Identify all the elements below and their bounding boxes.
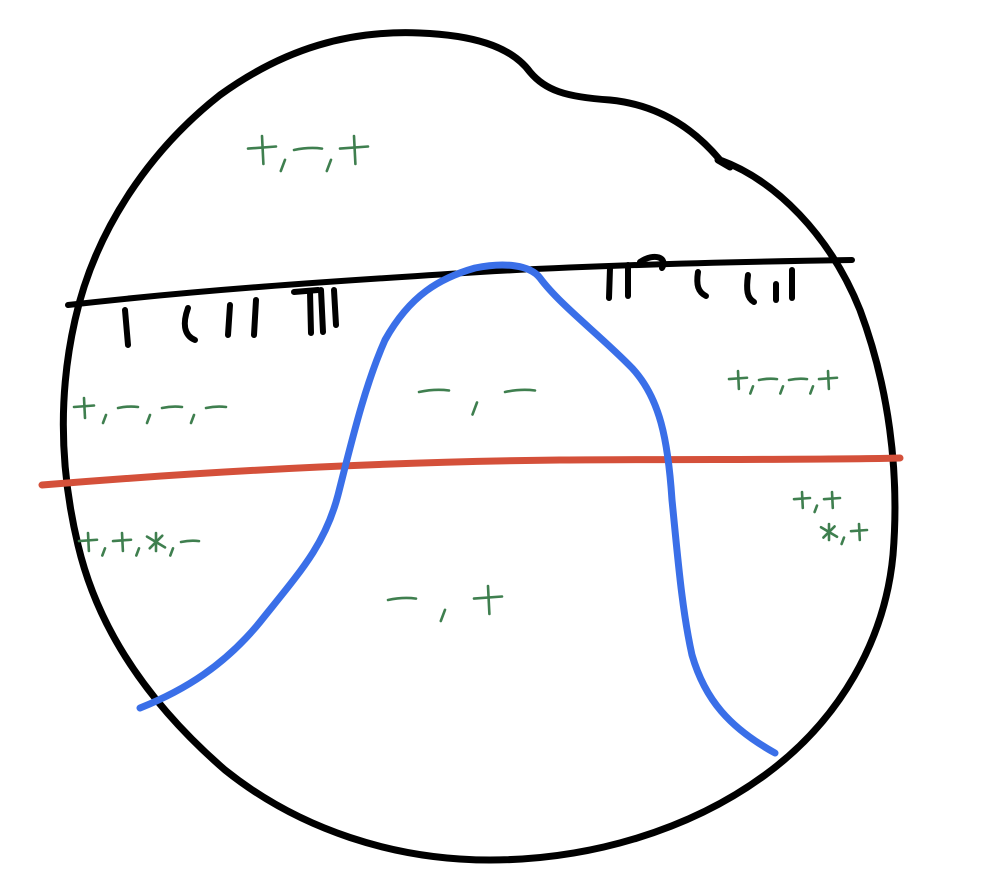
separator-mark bbox=[135, 547, 141, 557]
region-upper-middle-signs bbox=[417, 388, 537, 416]
hatch-mark bbox=[331, 287, 339, 328]
separator-mark bbox=[439, 608, 447, 623]
region-top-signs bbox=[246, 134, 370, 173]
plus-mark bbox=[817, 369, 839, 391]
hatch-mark bbox=[606, 265, 613, 301]
blue-bell-curve bbox=[136, 261, 779, 757]
plus-mark bbox=[472, 584, 504, 616]
separator-mark bbox=[471, 401, 479, 416]
separator-mark bbox=[840, 536, 846, 546]
separator-mark bbox=[169, 547, 175, 557]
separator-mark bbox=[813, 504, 819, 514]
hatch-mark bbox=[694, 269, 709, 299]
plus-mark-stroke bbox=[352, 134, 357, 166]
separator-mark bbox=[279, 158, 287, 173]
plus-mark-stroke bbox=[82, 396, 87, 420]
plus-mark bbox=[792, 490, 812, 510]
plus-mark bbox=[246, 134, 278, 166]
plus-mark bbox=[111, 531, 133, 553]
region-sign-marks bbox=[72, 134, 869, 623]
plus-mark bbox=[77, 531, 99, 553]
hatch-marks bbox=[122, 253, 795, 348]
minus-mark-stroke bbox=[292, 146, 324, 152]
hatch-mark bbox=[744, 272, 757, 305]
region-lower-middle-signs bbox=[386, 584, 504, 623]
plus-mark-stroke bbox=[800, 490, 805, 510]
minus-mark bbox=[116, 405, 140, 410]
minus-mark-stroke bbox=[179, 539, 201, 544]
region-lower-right-signs bbox=[792, 490, 869, 546]
minus-mark bbox=[757, 377, 779, 382]
plus-mark-stroke bbox=[86, 531, 91, 553]
plus-mark-stroke bbox=[826, 369, 831, 391]
plus-mark-stroke bbox=[736, 369, 741, 391]
minus-mark bbox=[179, 539, 201, 544]
plus-mark bbox=[727, 369, 749, 391]
hatch-mark bbox=[251, 297, 259, 338]
separator-mark bbox=[779, 385, 785, 395]
boundary-notch bbox=[714, 156, 734, 171]
separator-mark bbox=[101, 413, 108, 425]
region-upper-left-signs bbox=[72, 396, 228, 425]
asterisk-mark bbox=[819, 522, 839, 542]
minus-mark-stroke bbox=[757, 377, 779, 382]
separator-mark bbox=[101, 547, 107, 557]
minus-mark-stroke bbox=[787, 377, 809, 382]
minus-mark bbox=[503, 388, 537, 394]
closed-boundary-outline bbox=[59, 29, 899, 864]
hatched-boundary-line bbox=[65, 257, 855, 308]
hatch-mark bbox=[318, 287, 326, 335]
plus-mark-stroke bbox=[120, 531, 125, 553]
plus-mark bbox=[822, 490, 842, 510]
minus-mark-stroke bbox=[386, 596, 418, 602]
plus-mark bbox=[72, 396, 96, 420]
plus-mark bbox=[338, 134, 370, 166]
separator-mark bbox=[749, 385, 755, 395]
minus-mark-stroke bbox=[417, 388, 451, 394]
minus-mark bbox=[160, 405, 184, 410]
minus-mark-stroke bbox=[160, 405, 184, 410]
hatch-mark bbox=[291, 287, 321, 295]
plus-mark-stroke bbox=[486, 584, 491, 616]
minus-mark bbox=[204, 405, 228, 410]
asterisk-mark bbox=[145, 531, 167, 553]
minus-mark-stroke bbox=[204, 405, 228, 410]
hatch-mark bbox=[225, 302, 233, 338]
hatch-mark bbox=[307, 289, 314, 336]
plus-mark-stroke bbox=[260, 134, 265, 166]
minus-mark bbox=[417, 388, 451, 394]
red-horizontal-line bbox=[38, 454, 904, 489]
separator-mark bbox=[809, 385, 815, 395]
region-upper-right-signs bbox=[727, 369, 839, 395]
minus-mark bbox=[292, 146, 324, 152]
minus-mark bbox=[787, 377, 809, 382]
minus-mark bbox=[386, 596, 418, 602]
plus-mark-stroke bbox=[857, 522, 862, 542]
separator-mark bbox=[325, 158, 333, 173]
plus-mark bbox=[849, 522, 869, 542]
minus-mark-stroke bbox=[503, 388, 537, 394]
hatch-mark bbox=[122, 307, 131, 348]
hatch-mark bbox=[181, 305, 198, 343]
minus-mark-stroke bbox=[116, 405, 140, 410]
separator-mark bbox=[189, 413, 196, 425]
region-lower-left-signs bbox=[77, 531, 201, 557]
hatch-mark bbox=[637, 253, 667, 271]
separator-mark bbox=[145, 413, 152, 425]
plus-mark-stroke bbox=[830, 490, 835, 510]
